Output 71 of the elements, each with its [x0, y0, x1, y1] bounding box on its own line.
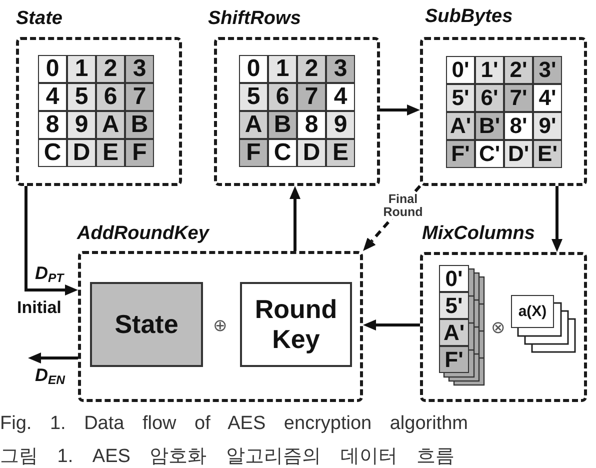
grid-cell: E [326, 139, 355, 167]
grid-cell: 1 [67, 55, 96, 83]
grid-cell: 7 [297, 83, 326, 111]
arrow [552, 186, 562, 252]
arrow [380, 104, 420, 116]
grid-cell: B [125, 111, 154, 139]
box-title: MixColumns [422, 223, 535, 245]
grid-cell: 8 [38, 111, 67, 139]
column-cell: 0' [439, 265, 469, 292]
grid-cell: C [38, 139, 67, 167]
grid-cell: 2' [504, 56, 533, 84]
operator-symbol: ⊗ [491, 318, 506, 338]
grid-cell: B [268, 111, 297, 139]
grid-cell: 2 [297, 55, 326, 83]
grid-cell: 5' [446, 84, 475, 112]
grid-cell: B' [475, 112, 504, 140]
grid-cell: 4 [326, 83, 355, 111]
grid-cell: 8 [297, 111, 326, 139]
grid-cell: C' [475, 140, 504, 168]
grid-cell: 4 [38, 83, 67, 111]
grid-cell: 0 [239, 55, 268, 83]
grid-cell: E [96, 139, 125, 167]
caption: Fig. 1. Data flow of AES encryption algorithm [0, 413, 468, 435]
operator-symbol: ⊕ [213, 316, 228, 336]
grid-cell: A [96, 111, 125, 139]
grid-cell: 6' [475, 84, 504, 112]
caption: 그림 1. AES 암호화 알고리즘의 데이터 흐름 [0, 445, 455, 468]
grid-cell: C [268, 139, 297, 167]
grid-cell: F [125, 139, 154, 167]
grid-cell: 6 [268, 83, 297, 111]
grid-cell: 3' [533, 56, 562, 84]
column-cell: A' [439, 319, 469, 346]
grid-cell: 2 [96, 55, 125, 83]
grid-cell: D [67, 139, 96, 167]
arrow [24, 186, 78, 296]
box-title: State [16, 8, 62, 30]
grid-cell: A' [446, 112, 475, 140]
grid-cell: 5 [239, 83, 268, 111]
grid-cell: 0 [38, 55, 67, 83]
box-title: AddRoundKey [77, 223, 209, 245]
grid-cell: 9' [533, 112, 562, 140]
grid-cell: 3 [125, 55, 154, 83]
grid-cell: F [239, 139, 268, 167]
arrow [363, 320, 420, 330]
process-box: State [90, 282, 203, 367]
grid-cell: 6 [96, 83, 125, 111]
grid-cell: 3 [326, 55, 355, 83]
grid-cell: D' [504, 140, 533, 168]
arrow [290, 186, 300, 251]
grid-cell: A [239, 111, 268, 139]
side-label: Initial [17, 298, 62, 318]
grid-cell: 1' [475, 56, 504, 84]
column-cell: F' [439, 346, 469, 373]
box-title: SubBytes [425, 6, 513, 28]
grid-cell: 1 [268, 55, 297, 83]
grid-cell: D [297, 139, 326, 167]
column-cell: 5' [439, 292, 469, 319]
grid-cell: F' [446, 140, 475, 168]
grid-cell: 9 [67, 111, 96, 139]
grid-cell: 7' [504, 84, 533, 112]
grid-cell: 4' [533, 84, 562, 112]
grid-cell: 0' [446, 56, 475, 84]
grid-cell: E' [533, 140, 562, 168]
grid-cell: 7 [125, 83, 154, 111]
grid-cell: 8' [504, 112, 533, 140]
stacked-box: a(X) [511, 295, 554, 328]
grid-cell: 5 [67, 83, 96, 111]
arrow [28, 352, 78, 364]
box-title: ShiftRows [208, 8, 301, 30]
process-box: Round Key [240, 282, 352, 367]
grid-cell: 9 [326, 111, 355, 139]
